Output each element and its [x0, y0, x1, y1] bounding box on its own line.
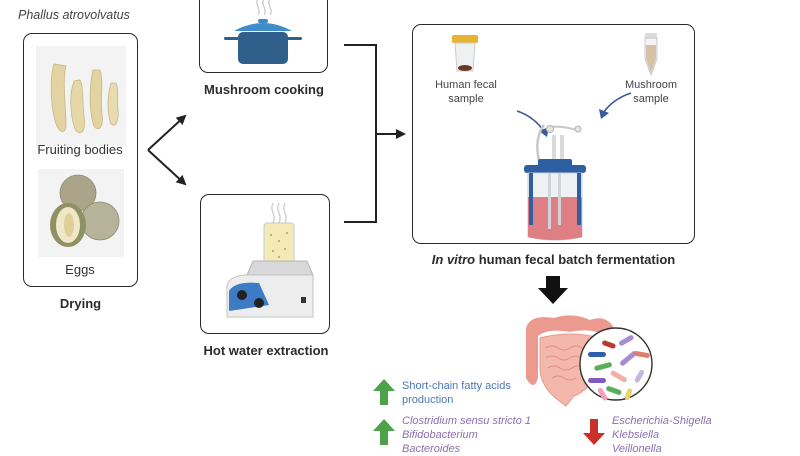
cooking-panel [199, 0, 328, 73]
up-arrow-icon [373, 419, 395, 445]
outcome-scfa: Short-chain fatty acids production [402, 379, 511, 407]
taxon-item: Bifidobacterium [402, 429, 478, 441]
hot-plate-stirrer-icon [226, 202, 314, 318]
taxon-item: Clostridium sensu stricto 1 [402, 415, 531, 427]
fecal-sample-cup-icon [452, 35, 478, 72]
mushroom-input-arrow [602, 92, 632, 114]
taxon-item: Escherichia-Shigella [612, 415, 712, 427]
extraction-panel [200, 194, 330, 334]
mushroom-sample-tube-icon [644, 33, 658, 77]
species-label: Phallus atrovolvatus [18, 8, 130, 22]
gut-microbiota-illustration [526, 315, 653, 407]
mushroom-sample-label: Mushroom sample [625, 79, 677, 105]
branch-arrows [147, 114, 187, 186]
eggs-image [38, 169, 124, 257]
outcome-decreased-taxa: Escherichia-Shigella Klebsiella Veillone… [612, 414, 712, 456]
fruiting-bodies-image [36, 46, 126, 146]
extraction-step-label: Hot water extraction [203, 343, 329, 358]
bioreactor-vessel-icon [524, 124, 586, 241]
result-down-arrow [538, 276, 568, 304]
outcome-increased-taxa: Clostridium sensu stricto 1 Bifidobacter… [402, 414, 531, 456]
taxon-item: Veillonella [612, 443, 662, 455]
outcome-line: Short-chain fatty acids [402, 380, 511, 392]
cooking-step-label: Mushroom cooking [204, 82, 324, 97]
merge-connector-arrow [344, 44, 406, 223]
taxon-item: Bacteroides [402, 443, 461, 455]
fermentation-panel: Human fecal sample Mushroom sample [412, 24, 695, 244]
taxon-item: Klebsiella [612, 429, 660, 441]
fecal-sample-label: Human fecal sample [435, 79, 497, 105]
arrow-to-cooking [147, 114, 187, 151]
down-arrow-icon [583, 419, 605, 445]
outcome-line: production [402, 394, 454, 406]
source-panel: Fruiting bodies Eggs [23, 33, 138, 287]
arrow-to-extraction [147, 149, 187, 186]
fermentation-title: In vitro human fecal batch fermentation [431, 252, 676, 267]
up-arrow-icon [373, 379, 395, 405]
eggs-label: Eggs [65, 262, 95, 277]
fruiting-bodies-label: Fruiting bodies [37, 142, 123, 157]
drying-step-label: Drying [59, 296, 102, 311]
cooking-pot-icon [224, 0, 302, 64]
